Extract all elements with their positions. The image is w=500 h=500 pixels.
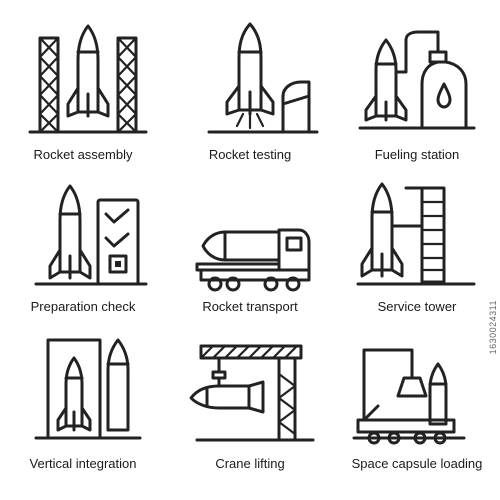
icon-label: Preparation check bbox=[30, 299, 136, 314]
icon-label: Rocket assembly bbox=[33, 147, 133, 162]
icon-cell-crane-lifting: Crane lifting bbox=[167, 334, 333, 500]
icon-cell-rocket-transport: Rocket transport bbox=[167, 166, 333, 332]
crane-lifting-icon bbox=[189, 344, 315, 442]
icon-label: Space capsule loading bbox=[351, 456, 483, 471]
icon-cell-space-capsule-loading: Space capsule loading bbox=[334, 334, 500, 500]
icon-cell-vertical-integration: Vertical integration bbox=[0, 334, 166, 500]
rocket-testing-icon bbox=[207, 22, 319, 134]
icon-label: Vertical integration bbox=[29, 456, 137, 471]
icon-cell-rocket-testing: Rocket testing bbox=[167, 0, 333, 166]
vertical-integration-icon bbox=[34, 338, 142, 440]
icon-cell-rocket-assembly: Rocket assembly bbox=[0, 0, 166, 166]
icon-label: Service tower bbox=[377, 299, 457, 314]
preparation-check-icon bbox=[34, 184, 148, 286]
icon-label: Rocket transport bbox=[202, 299, 298, 314]
stock-id-watermark: 1630024311 bbox=[488, 300, 498, 355]
rocket-assembly-icon bbox=[28, 24, 148, 134]
icon-label: Rocket testing bbox=[208, 147, 292, 162]
rocket-transport-icon bbox=[195, 228, 311, 292]
fueling-station-icon bbox=[358, 30, 476, 130]
icon-label: Crane lifting bbox=[215, 456, 285, 471]
icon-cell-service-tower: Service tower bbox=[334, 166, 500, 332]
service-tower-icon bbox=[356, 182, 476, 286]
icon-cell-preparation-check: Preparation check bbox=[0, 166, 166, 332]
icon-label: Fueling station bbox=[374, 147, 460, 162]
space-capsule-loading-icon bbox=[352, 348, 466, 445]
icon-cell-fueling-station: Fueling station bbox=[334, 0, 500, 166]
